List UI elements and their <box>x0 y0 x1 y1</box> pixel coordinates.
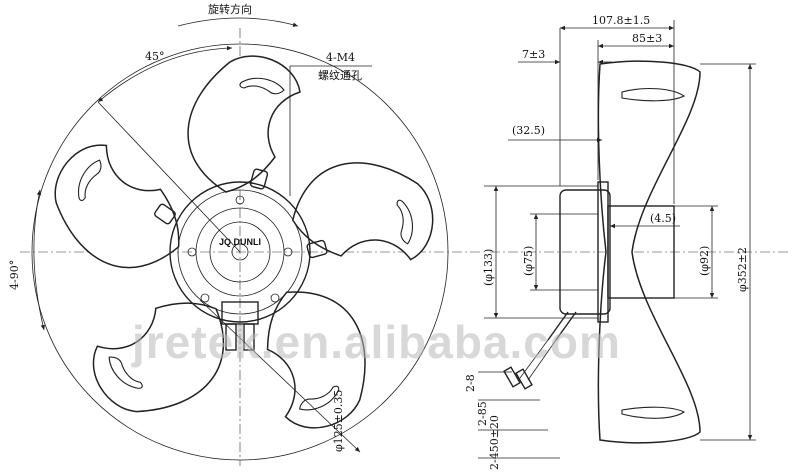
wire-a-label: 2-8 <box>464 374 477 392</box>
watermark: jretek.en.alibaba.com <box>131 316 621 368</box>
overall-length-label: 107.8±1.5 <box>592 14 650 27</box>
shaft-dia-label: (φ75) <box>522 246 535 276</box>
tab-right <box>306 239 328 259</box>
wire-c-label: 2-450±20 <box>488 415 501 470</box>
flange-thickness-label: (4.5) <box>650 212 676 225</box>
screw-hole-4 <box>200 293 210 303</box>
ref-offset-label: (32.5) <box>512 124 545 137</box>
spacing-label: 4-90° <box>8 260 21 290</box>
hub-cylinder <box>607 205 675 299</box>
tab-top <box>249 168 269 190</box>
bolt-circle-leader <box>199 299 361 453</box>
tab-left <box>154 203 176 225</box>
screw-hole-5 <box>270 293 280 303</box>
fan-dia-label: φ352±2 <box>736 247 749 292</box>
blade-5 <box>36 133 203 284</box>
flange-offset-label: 7±3 <box>522 48 545 61</box>
rotation-arrow <box>177 17 299 27</box>
hub-depth-label: 85±3 <box>632 32 662 45</box>
angle-ray <box>97 101 241 253</box>
fan-blades <box>36 55 446 447</box>
mounting-tabs <box>154 168 328 259</box>
screw-hole-1 <box>235 195 245 205</box>
screw-hole-3 <box>283 247 293 257</box>
lead-wires <box>503 311 577 390</box>
motor-logo: JQ DUNLI <box>219 237 261 247</box>
motor-dia-label: (φ133) <box>482 249 495 286</box>
hub-dia-label: (φ92) <box>698 246 711 276</box>
angle-label: 45° <box>145 50 165 63</box>
side-view: 107.8±1.5 85±3 7±3 (32.5) (4.5) (φ133) (… <box>464 14 790 470</box>
blade-1 <box>187 55 301 193</box>
motor-body <box>559 189 611 315</box>
blade-2 <box>280 141 446 292</box>
wire-b-label: 2-85 <box>476 401 489 426</box>
front-view: JQ DUNLI 旋转方向 45° 4-M4 螺纹通孔 4-90° φ125±0… <box>8 2 480 466</box>
blade-slot-top <box>621 88 686 102</box>
rotation-label: 旋转方向 <box>208 2 252 16</box>
holes-note: 螺纹通孔 <box>318 68 362 82</box>
motor-hub: JQ DUNLI <box>169 181 311 323</box>
holes-label: 4-M4 <box>326 51 355 64</box>
screw-hole-2 <box>187 247 197 257</box>
blade-slot-bottom <box>621 406 686 419</box>
blade-profile <box>597 60 701 444</box>
bolt-circle-label: φ125±0.35 <box>332 390 345 452</box>
angle-arc <box>97 45 233 103</box>
cable-gland <box>221 301 259 351</box>
spacing-arc <box>33 189 46 331</box>
